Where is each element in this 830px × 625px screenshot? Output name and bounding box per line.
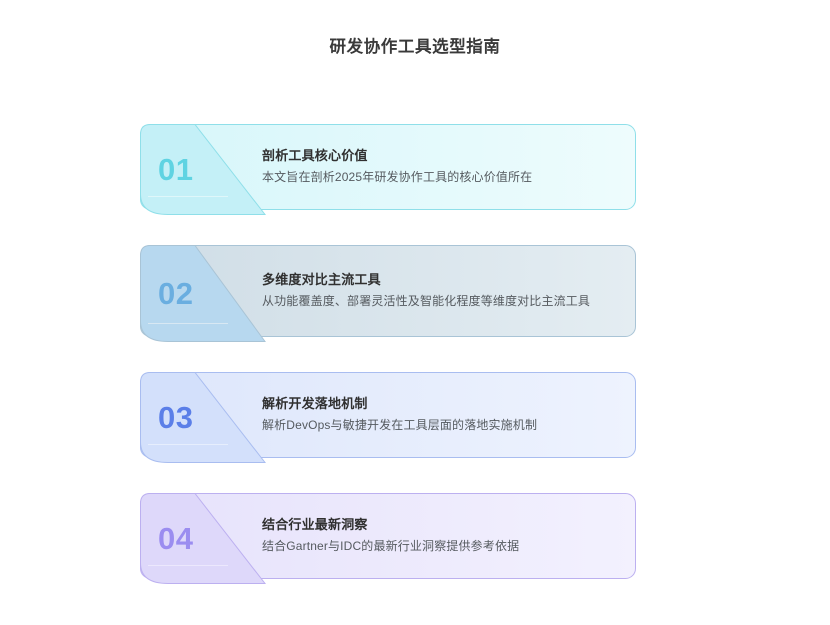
card-description: 解析DevOps与敏捷开发在工具层面的落地实施机制 bbox=[262, 417, 538, 432]
card-shape-03 bbox=[140, 372, 636, 463]
step-card[interactable]: 02 多维度对比主流工具 从功能覆盖度、部署灵活性及智能化程度等维度对比主流工具 bbox=[140, 245, 636, 342]
card-description: 本文旨在剖析2025年研发协作工具的核心价值所在 bbox=[262, 169, 533, 184]
card-number: 02 bbox=[158, 276, 194, 311]
card-heading: 结合行业最新洞察 bbox=[262, 516, 368, 532]
card-heading: 解析开发落地机制 bbox=[262, 395, 368, 411]
step-card[interactable]: 03 解析开发落地机制 解析DevOps与敏捷开发在工具层面的落地实施机制 bbox=[140, 372, 636, 463]
card-ribbon-1 bbox=[140, 245, 266, 342]
step-card-list: 01 剖析工具核心价值 本文旨在剖析2025年研发协作工具的核心价值所在 02 bbox=[140, 124, 636, 584]
card-shape-02 bbox=[140, 245, 636, 342]
card-description: 结合Gartner与IDC的最新行业洞察提供参考依据 bbox=[262, 538, 520, 553]
card-ribbon-0 bbox=[140, 124, 267, 215]
page-title: 研发协作工具选型指南 bbox=[329, 38, 501, 56]
step-card[interactable]: 04 结合行业最新洞察 结合Gartner与IDC的最新行业洞察提供参考依据 bbox=[140, 493, 636, 584]
card-content: 03 解析开发落地机制 解析DevOps与敏捷开发在工具层面的落地实施机制 bbox=[140, 372, 636, 457]
card-content: 02 多维度对比主流工具 从功能覆盖度、部署灵活性及智能化程度等维度对比主流工具 bbox=[140, 245, 636, 337]
card-ribbon-3 bbox=[140, 493, 267, 584]
card-number: 01 bbox=[158, 152, 194, 187]
card-number: 04 bbox=[158, 521, 194, 556]
card-heading: 剖析工具核心价值 bbox=[262, 147, 368, 163]
step-card[interactable]: 01 剖析工具核心价值 本文旨在剖析2025年研发协作工具的核心价值所在 bbox=[140, 124, 636, 215]
card-shape-04 bbox=[140, 493, 636, 584]
card-shape-01 bbox=[140, 124, 636, 215]
card-ribbon-2 bbox=[140, 372, 267, 463]
card-description: 从功能覆盖度、部署灵活性及智能化程度等维度对比主流工具 bbox=[262, 294, 591, 309]
card-heading: 多维度对比主流工具 bbox=[262, 272, 381, 288]
card-content: 01 剖析工具核心价值 本文旨在剖析2025年研发协作工具的核心价值所在 bbox=[140, 124, 636, 209]
card-number: 03 bbox=[158, 400, 194, 435]
card-content: 04 结合行业最新洞察 结合Gartner与IDC的最新行业洞察提供参考依据 bbox=[140, 493, 636, 578]
